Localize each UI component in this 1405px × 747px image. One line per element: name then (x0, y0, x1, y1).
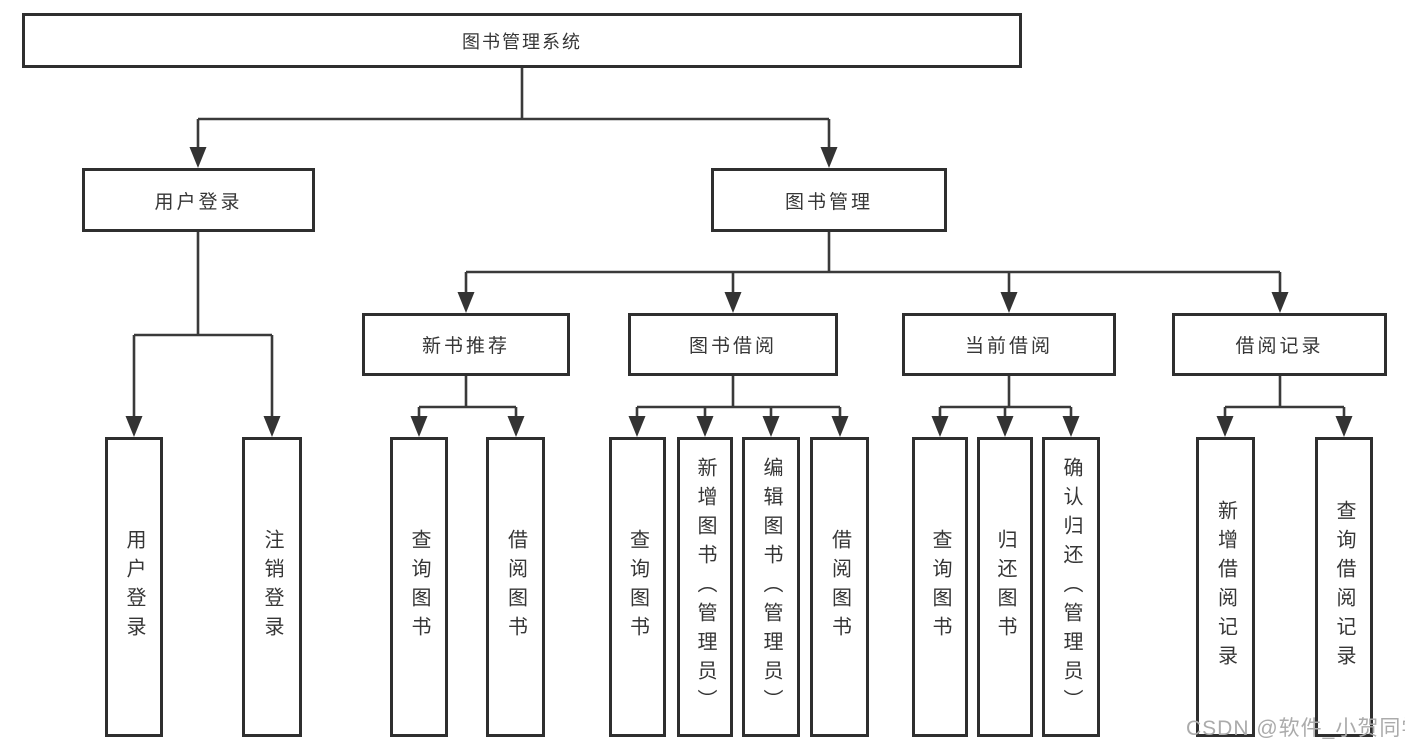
branch-book-management: 图书管理 (711, 168, 947, 232)
leaf-confirm-return-admin: 确认归还（管理员） (1042, 437, 1100, 737)
leaf-borrow-books-recommend-label: 借阅图书 (504, 529, 527, 645)
section-current-borrow-label: 当前借阅 (964, 336, 1053, 357)
leaf-query-borrow-record-label: 查询借阅记录 (1333, 500, 1355, 674)
leaf-query-books-current-label: 查询图书 (929, 529, 951, 645)
leaf-query-books-recommend-label: 查询图书 (408, 529, 430, 645)
leaf-query-books-borrow-label: 查询图书 (626, 529, 649, 645)
section-current-borrow: 当前借阅 (902, 313, 1116, 376)
branch-book-management-label: 图书管理 (784, 191, 873, 213)
section-book-borrow: 图书借阅 (628, 313, 838, 376)
leaf-add-books-admin: 新增图书（管理员） (677, 437, 733, 737)
section-new-book-recommend: 新书推荐 (362, 313, 570, 376)
csdn-watermark: CSDN @软件_小贺同学 (1186, 717, 1405, 740)
node-root-label: 图书管理系统 (462, 31, 582, 52)
leaf-borrow-books-recommend: 借阅图书 (486, 437, 545, 737)
leaf-edit-books-admin-label: 编辑图书（管理员） (760, 456, 782, 718)
leaf-return-books-label: 归还图书 (994, 529, 1016, 645)
leaf-logout: 注销登录 (242, 437, 302, 737)
leaf-query-borrow-record: 查询借阅记录 (1315, 437, 1373, 737)
leaf-add-borrow-record-label: 新增借阅记录 (1214, 500, 1237, 674)
leaf-query-books-recommend: 查询图书 (390, 437, 448, 737)
leaf-borrow-books-label: 借阅图书 (828, 529, 851, 645)
leaf-query-books-current: 查询图书 (912, 437, 968, 737)
branch-user-login-label: 用户登录 (154, 191, 243, 213)
node-root: 图书管理系统 (22, 13, 1022, 68)
section-new-book-recommend-label: 新书推荐 (421, 336, 510, 357)
leaf-confirm-return-admin-label: 确认归还（管理员） (1060, 456, 1082, 718)
leaf-return-books: 归还图书 (977, 437, 1033, 737)
leaf-user-login: 用户登录 (105, 437, 163, 737)
leaf-add-books-admin-label: 新增图书（管理员） (694, 456, 716, 718)
section-book-borrow-label: 图书借阅 (688, 336, 777, 357)
leaf-borrow-books: 借阅图书 (810, 437, 869, 737)
leaf-edit-books-admin: 编辑图书（管理员） (742, 437, 800, 737)
leaf-add-borrow-record: 新增借阅记录 (1196, 437, 1255, 737)
leaf-logout-label: 注销登录 (261, 529, 283, 645)
section-borrow-records: 借阅记录 (1172, 313, 1387, 376)
branch-user-login: 用户登录 (82, 168, 315, 232)
section-borrow-records-label: 借阅记录 (1235, 336, 1324, 357)
leaf-user-login-label: 用户登录 (123, 529, 145, 645)
leaf-query-books-borrow: 查询图书 (609, 437, 666, 737)
